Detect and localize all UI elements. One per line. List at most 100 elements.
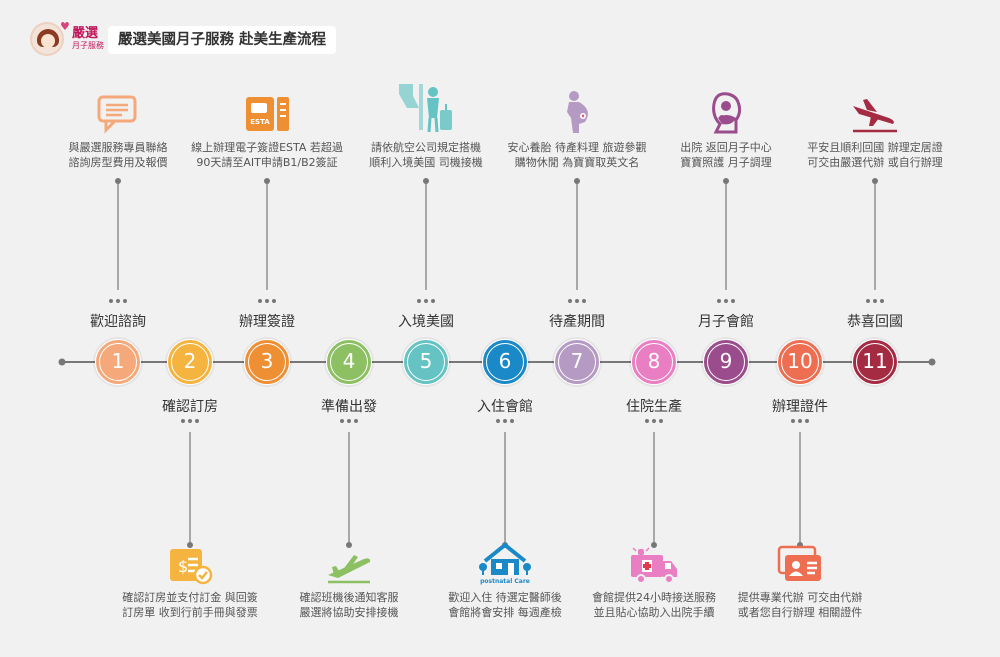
step-label: 待產期間 (549, 314, 605, 330)
description-line: 安心養胎 待產料理 旅遊參觀 (507, 141, 647, 154)
ellipsis-dot (717, 299, 721, 303)
step-circle-2: 2 (167, 339, 213, 385)
step-description: 與嚴選服務專員聯絡諮詢房型費用及報價 (33, 140, 203, 170)
step-label: 準備出發 (321, 399, 377, 415)
page-title: 嚴選美國月子服務 赴美生產流程 (108, 26, 337, 54)
step-circle-6: 6 (482, 339, 528, 385)
step-label: 辦理簽證 (239, 314, 295, 330)
ellipsis-dot (575, 299, 579, 303)
ellipsis-dot (116, 299, 120, 303)
step-description: 線上辦理電子簽證ESTA 若超過 90天請至AIT申請B1/B2簽証 (182, 140, 352, 170)
description-line: 確認訂房並支付訂金 與回簽 (122, 591, 258, 604)
description-line: 或者您自行辦理 相關證件 (737, 606, 863, 619)
step-number: 5 (407, 343, 445, 381)
ellipsis-dot (503, 419, 507, 423)
step-description: 安心養胎 待產料理 旅遊參觀購物休閒 為寶寶取英文名 (492, 140, 662, 170)
ellipsis-dot (123, 299, 127, 303)
ellipsis-dot (258, 299, 262, 303)
step-description: 歡迎入住 待選定醫師後會館將會安排 每週產檢 (420, 590, 590, 620)
description-line: 順利入境美國 司機接機 (369, 156, 483, 169)
mother-baby-icon (706, 90, 746, 138)
ambulance-icon (629, 545, 679, 589)
step-circle-8: 8 (631, 339, 677, 385)
description-line: 90天請至AIT申請B1/B2簽証 (196, 156, 338, 169)
ellipsis-dot (873, 299, 877, 303)
ellipsis-dot (272, 299, 276, 303)
description-line: 並且貼心協助入出院手續 (593, 606, 715, 619)
ellipsis-dot (798, 419, 802, 423)
description-line: 出院 返回月子中心 (680, 141, 772, 154)
step-circle-9: 9 (703, 339, 749, 385)
id-card-icon (777, 545, 823, 589)
connector-dot (187, 542, 193, 548)
ellipsis-dot (181, 419, 185, 423)
mother-portrait-icon (30, 22, 64, 56)
ellipsis-dot (340, 419, 344, 423)
esta-text: ESTA (250, 118, 270, 126)
step-circle-5: 5 (403, 339, 449, 385)
description-line: 會館將會安排 每週產檢 (448, 606, 562, 619)
ellipsis-dot (510, 419, 514, 423)
step-number: 3 (248, 343, 286, 381)
description-line: 諮詢房型費用及報價 (68, 156, 168, 169)
brand-logo: ♥ 嚴選 月子服務 (30, 20, 106, 58)
step-label: 辦理證件 (772, 399, 828, 415)
description-line: 線上辦理電子簽證ESTA 若超過 (191, 141, 343, 154)
ellipsis-dot (188, 419, 192, 423)
step-description: 出院 返回月子中心寶寶照護 月子調理 (641, 140, 811, 170)
description-line: 平安且順利回國 辦理定居證 (807, 141, 943, 154)
ellipsis-dot (645, 419, 649, 423)
svg-text:$: $ (178, 557, 188, 576)
ellipsis-dot (417, 299, 421, 303)
heart-icon: ♥ (60, 20, 70, 33)
ellipsis-dot (805, 419, 809, 423)
traveler-icon (397, 82, 455, 138)
ellipsis-dot (731, 299, 735, 303)
description-line: 寶寶照護 月子調理 (680, 156, 772, 169)
timeline-end-dot (928, 358, 936, 366)
step-description: 請依航空公司規定搭機順利入境美國 司機接機 (341, 140, 511, 170)
step-number: 10 (781, 343, 819, 381)
ellipsis-dot (354, 419, 358, 423)
step-number: 7 (558, 343, 596, 381)
step-number: 4 (330, 343, 368, 381)
ellipsis-dot (880, 299, 884, 303)
connector-dot (651, 542, 657, 548)
passport-icon: ESTA (243, 94, 291, 138)
ellipsis-dot (424, 299, 428, 303)
postnatal-care-text: postnatal Care (480, 578, 530, 585)
step-circle-10: 10 (777, 339, 823, 385)
pregnant-icon (559, 90, 595, 138)
step-number: 2 (171, 343, 209, 381)
house-icon: postnatal Care (477, 541, 533, 589)
step-label: 住院生產 (626, 399, 682, 415)
step-label: 確認訂房 (162, 399, 218, 415)
chat-icon (96, 94, 140, 138)
logo-text: 嚴選 (72, 26, 99, 41)
step-label: 入住會館 (477, 399, 533, 415)
description-line: 請依航空公司規定搭機 (371, 141, 481, 154)
step-description: 平安且順利回國 辦理定居證可交由嚴選代辦 或自行辦理 (790, 140, 960, 170)
description-line: 與嚴選服務專員聯絡 (68, 141, 168, 154)
step-number: 6 (486, 343, 524, 381)
ellipsis-dot (265, 299, 269, 303)
step-circle-1: 1 (95, 339, 141, 385)
ellipsis-dot (195, 419, 199, 423)
description-line: 可交由嚴選代辦 或自行辦理 (807, 156, 943, 169)
ellipsis-dot (652, 419, 656, 423)
step-circle-7: 7 (554, 339, 600, 385)
ellipsis-dot (724, 299, 728, 303)
description-line: 會館提供24小時接送服務 (592, 591, 716, 604)
ellipsis-dot (109, 299, 113, 303)
airplane-landing-icon (849, 98, 901, 138)
receipt-icon: $ (166, 545, 214, 589)
ellipsis-dot (568, 299, 572, 303)
description-line: 嚴選將協助安排接機 (299, 606, 399, 619)
description-line: 提供專業代辦 可交由代辦 (737, 591, 863, 604)
step-description: 提供專業代辦 可交由代辦或者您自行辦理 相關證件 (715, 590, 885, 620)
step-label: 入境美國 (398, 314, 454, 330)
step-number: 1 (99, 343, 137, 381)
step-label: 歡迎諮詢 (90, 314, 146, 330)
timeline-start-dot (58, 358, 66, 366)
